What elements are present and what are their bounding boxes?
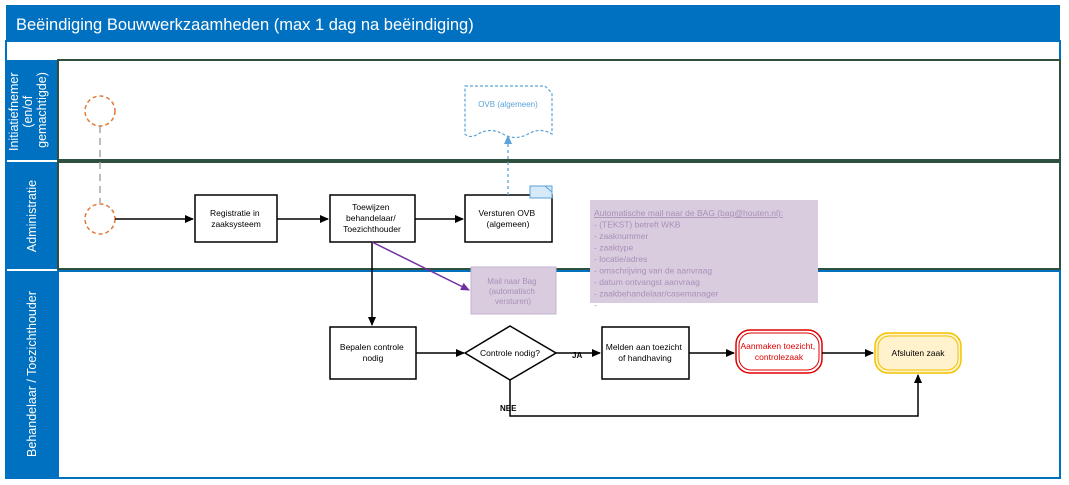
event-aanmaken-label: Aanmaken toezicht, controlezaak: [740, 341, 817, 362]
lane-initiatiefnemer-label-line2: (en/of: [21, 95, 35, 127]
task-mail-bag-line3: versturen): [495, 297, 531, 306]
annotation-box: [590, 200, 818, 303]
title-bar: [6, 5, 1060, 41]
annotation-item: - (TEKST) betreft WKB: [594, 220, 681, 230]
lane-behandelaar: [57, 270, 1061, 479]
message-icon-flap: [544, 185, 553, 193]
event-aanmaken-toezicht-inner: [738, 332, 820, 371]
task-toewijzen-line2: behandelaar/: [346, 213, 396, 223]
task-toewijzen-line3: Toezichthouder: [343, 224, 401, 234]
task-versturen-ovb: [464, 194, 553, 243]
message-icon: [529, 185, 553, 199]
lane-initiatiefnemer-label-line3: gemachtigde): [35, 72, 49, 148]
start-event-administratie: [84, 203, 116, 235]
end-afsluiten-label: Afsluiten zaak: [892, 348, 946, 358]
task-toewijzen-line1: Toewijzen: [352, 202, 390, 212]
lane-initiatiefnemer-header: [6, 60, 58, 160]
flow-label-nee: NEE: [500, 404, 517, 413]
task-registratie-label: Registratie in zaaksysteem: [210, 208, 262, 229]
annotation-item: - zaaktype: [594, 243, 633, 253]
task-registratie-line2: zaaksysteem: [211, 219, 261, 229]
task-mail-bag-label: Mail naar Bag (automatisch versturen): [487, 277, 539, 306]
lane-initiatiefnemer: [57, 59, 1061, 161]
task-versturen-line1: Versturen OVB: [478, 208, 535, 218]
diagram-title: Beëindiging Bouwwerkzaamheden (max 1 dag…: [16, 16, 474, 34]
flow-label-ja: JA: [572, 351, 582, 360]
annotation-item: -: [594, 300, 597, 310]
annotation-text: Automatische mail naar de BAG (bag@houte…: [594, 208, 786, 310]
annotation-item: - omschrijving van de aanvraag: [594, 266, 712, 276]
task-toewijzen: [329, 194, 416, 243]
event-aanmaken-line1: Aanmaken toezicht,: [740, 341, 815, 351]
annotation-item: - locatie/adres: [594, 254, 647, 264]
event-aanmaken-line2: controlezaak: [755, 352, 804, 362]
flow-gateway-nee-to-afsluiten: [509, 374, 922, 417]
annotation-heading: Automatische mail naar de BAG (bag@houte…: [594, 208, 783, 218]
task-mail-bag-line1: Mail naar Bag: [487, 277, 536, 286]
document-ovb: [464, 85, 553, 139]
document-ovb-label: OVB (algemeen): [478, 100, 538, 109]
end-afsluiten-zaak-inner: [877, 335, 959, 371]
task-mail-bag: [470, 266, 557, 315]
assoc-toewijzen-to-mail: [371, 241, 470, 291]
task-bepalen-label: Bepalen controle nodig: [340, 342, 406, 363]
lane-behandelaar-label: Behandelaar / Toezichthouder: [25, 291, 39, 457]
lane-administratie-label: Administratie: [25, 180, 39, 252]
task-melden-line2: of handhaving: [618, 353, 672, 363]
task-versturen-label: Versturen OVB (algemeen): [478, 208, 537, 229]
start-event-initiatiefnemer: [84, 95, 116, 127]
gateway-controle-label: Controle nodig?: [480, 348, 540, 358]
task-mail-bag-line2: (automatisch: [489, 287, 535, 296]
lane-behandelaar-header: [6, 271, 58, 478]
task-registratie: [194, 194, 278, 243]
task-toewijzen-label: Toewijzen behandelaar/ Toezichthouder: [343, 202, 401, 234]
task-melden-toezicht: [601, 326, 690, 380]
lane-initiatiefnemer-label: Initiatiefnemer (en/of gemachtigde): [7, 69, 49, 151]
annotation-item: - zaaknummer: [594, 231, 648, 241]
task-bepalen-line2: nodig: [363, 353, 384, 363]
annotation-item: - zaakbehandelaar/casemanager: [594, 289, 718, 299]
annotation-item: - datum ontvangst aanvraag: [594, 277, 700, 287]
lane-administratie-header: [6, 162, 58, 269]
task-bepalen-line1: Bepalen controle: [340, 342, 404, 352]
task-bepalen-controle: [329, 326, 417, 380]
lane-initiatiefnemer-label-line1: Initiatiefnemer: [7, 72, 21, 151]
task-melden-label: Melden aan toezicht of handhaving: [606, 342, 684, 363]
task-registratie-line1: Registratie in: [210, 208, 260, 218]
task-versturen-line2: (algemeen): [487, 219, 530, 229]
task-melden-line1: Melden aan toezicht: [606, 342, 683, 352]
